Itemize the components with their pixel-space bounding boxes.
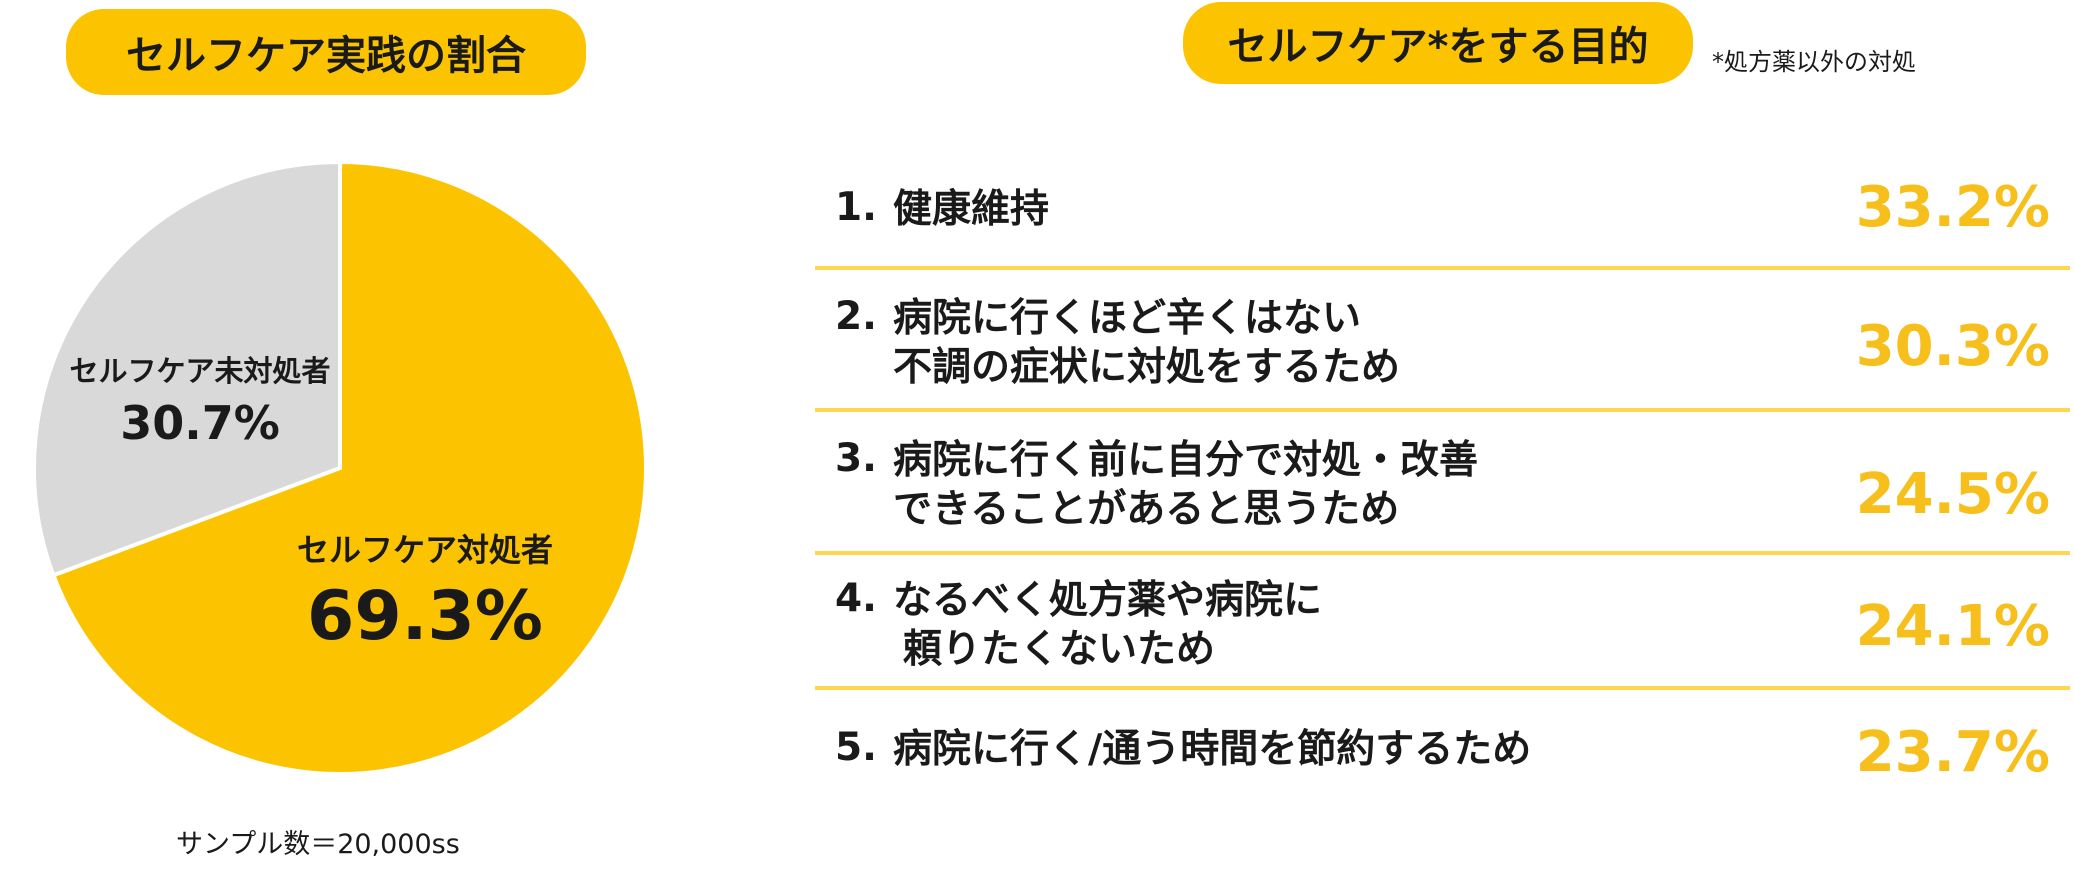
pie-label-non-selfcare-category: セルフケア未対処者 bbox=[69, 354, 331, 388]
purpose-title: セルフケア*をする目的 bbox=[1227, 24, 1649, 70]
purpose-reason: 病院に行くほど辛くはない 不調の症状に対処をするため bbox=[893, 294, 1400, 392]
purpose-percent: 24.5% bbox=[1855, 462, 2050, 527]
pie-label-selfcare: セルフケア対処者 69.3% bbox=[255, 525, 595, 656]
pie-title-pill: セルフケア実践の割合 bbox=[66, 9, 586, 95]
pie-chart bbox=[32, 159, 648, 776]
sample-size-note: サンプル数＝20,000ss bbox=[176, 829, 460, 860]
purpose-percent: 24.1% bbox=[1855, 594, 2050, 659]
prescription-note: *処方薬以外の対処 bbox=[1712, 48, 1916, 76]
pie-label-selfcare-value: 69.3% bbox=[307, 577, 543, 656]
purpose-reason-line: なるべく処方薬や病院に bbox=[893, 578, 1323, 623]
row-divider bbox=[815, 408, 2070, 412]
purpose-percent: 33.2% bbox=[1855, 175, 2050, 240]
purpose-reason-line: 病院に行くほど辛くはない bbox=[893, 296, 1362, 341]
purpose-reason: 病院に行く前に自分で対処・改善 できることがあると思うため bbox=[893, 436, 1478, 534]
purpose-reason: 病院に行く/通う時間を節約するため bbox=[893, 725, 1531, 774]
pie-title: セルフケア実践の割合 bbox=[126, 33, 526, 79]
purpose-reason: 健康維持 bbox=[893, 185, 1049, 234]
pie-slice-non-selfcare bbox=[32, 159, 342, 578]
purpose-reason-line: 不調の症状に対処をするため bbox=[893, 345, 1401, 390]
purpose-rank: 4. bbox=[835, 576, 877, 621]
purpose-rank: 2. bbox=[835, 294, 877, 339]
purpose-reason-line: 病院に行く前に自分で対処・改善 bbox=[893, 438, 1479, 483]
purpose-reason-line: 健康維持 bbox=[893, 187, 1050, 232]
pie-slice-selfcare bbox=[50, 159, 648, 776]
pie-label-non-selfcare-value: 30.7% bbox=[120, 396, 280, 450]
purpose-rank: 1. bbox=[835, 185, 877, 230]
purpose-reason-line: 頼りたくないため bbox=[903, 627, 1216, 672]
purpose-reason-line: できることがあると思うため bbox=[893, 487, 1400, 532]
purpose-reason-line: 病院に行く/通う時間を節約するため bbox=[893, 727, 1532, 772]
purpose-rank: 3. bbox=[835, 436, 877, 481]
row-divider bbox=[815, 686, 2070, 690]
row-divider bbox=[815, 551, 2070, 555]
row-divider bbox=[815, 266, 2070, 270]
pie-label-selfcare-category: セルフケア対処者 bbox=[296, 531, 553, 569]
purpose-rank: 5. bbox=[835, 725, 877, 770]
purpose-title-pill: セルフケア*をする目的 bbox=[1183, 2, 1693, 84]
purpose-percent: 30.3% bbox=[1855, 314, 2050, 379]
purpose-percent: 23.7% bbox=[1855, 720, 2050, 785]
pie-label-non-selfcare: セルフケア未対処者 30.7% bbox=[50, 348, 350, 450]
purpose-reason: なるべく処方薬や病院に 頼りたくないため bbox=[893, 576, 1322, 674]
